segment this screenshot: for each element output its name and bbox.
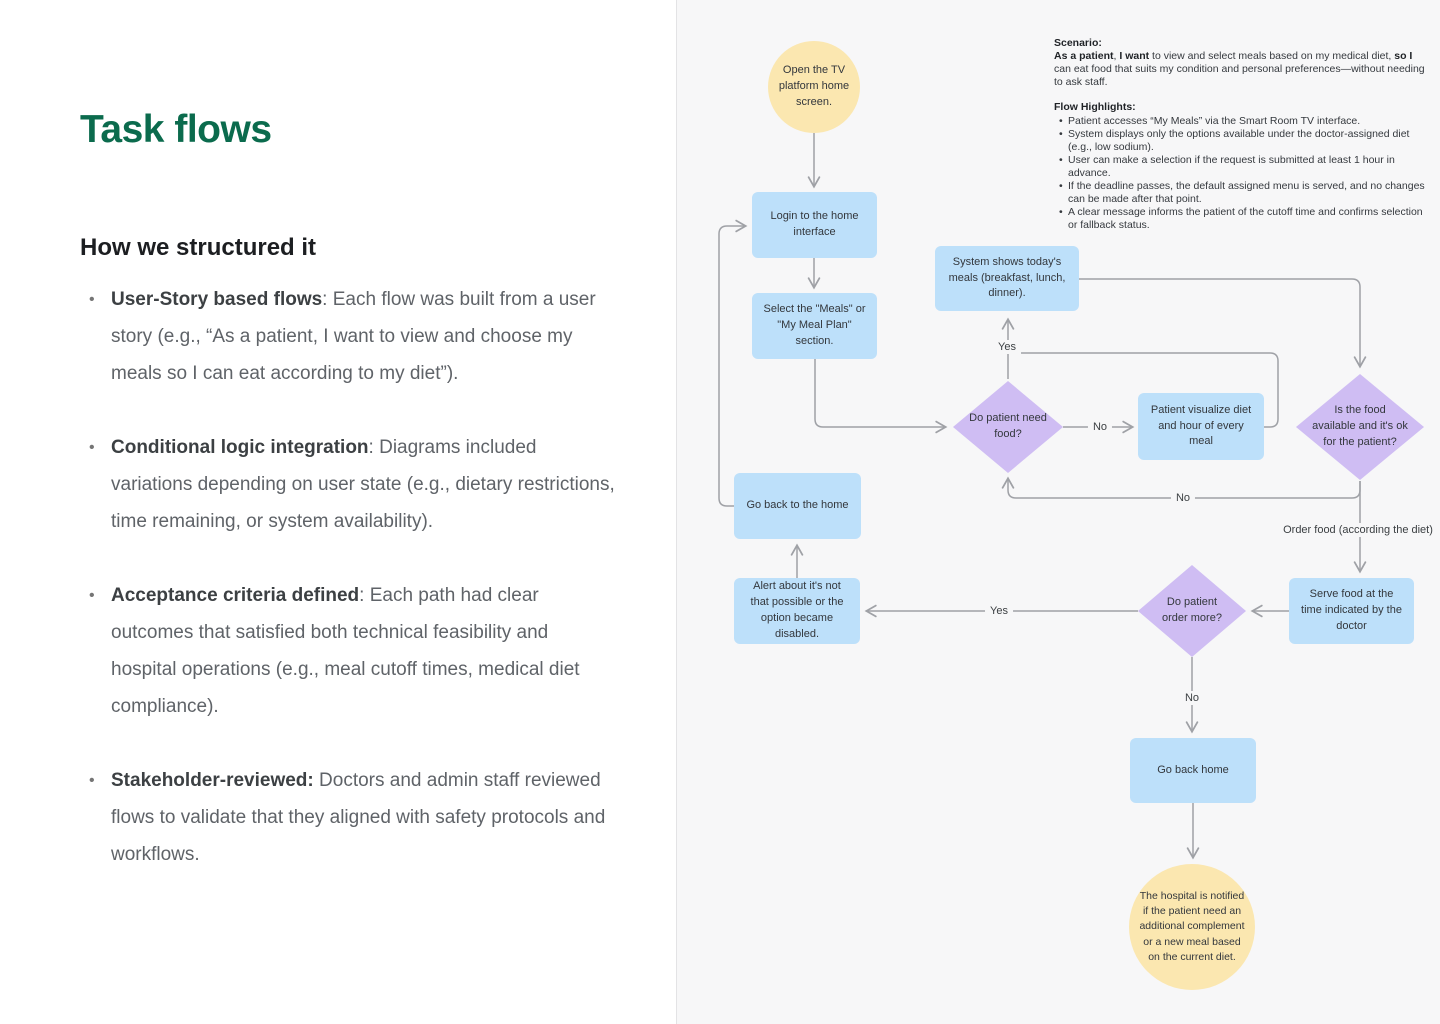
bullet-stakeholder-reviewed: Stakeholder-reviewed: Doctors and admin …	[88, 762, 616, 873]
page-title: Task flows	[80, 108, 272, 152]
bullet-rest: : Each flow was built from a user story …	[111, 289, 596, 384]
bullet-rest: Doctors and admin staff reviewed flows t…	[111, 770, 606, 865]
highlight-item: If the deadline passes, the default assi…	[1059, 180, 1426, 206]
bullet-lead: Conditional logic integration	[111, 437, 369, 458]
node-go-back-home: Go back home	[1130, 738, 1256, 803]
flow-highlights-title: Flow Highlights:	[1054, 101, 1136, 113]
node-visualize-diet: Patient visualize diet and hour of every…	[1138, 393, 1264, 460]
node-login: Login to the home interface	[752, 192, 877, 258]
node-decision-order-more: Do patient order more?	[1138, 565, 1246, 657]
node-decision-food-available: Is the food available and it's ok for th…	[1296, 374, 1424, 480]
node-select-meals: Select the "Meals" or "My Meal Plan" sec…	[752, 293, 877, 359]
scenario-bold: I want	[1119, 50, 1150, 62]
bullet-rest: : Diagrams included variations depending…	[111, 437, 615, 532]
flow-highlights-list: Patient accesses “My Meals” via the Smar…	[1054, 115, 1426, 232]
bullet-acceptance-criteria: Acceptance criteria defined: Each path h…	[88, 577, 616, 725]
highlight-item: User can make a selection if the request…	[1059, 154, 1426, 180]
node-serve-food: Serve food at the time indicated by the …	[1289, 578, 1414, 644]
edge-go-back-loop-to-login	[718, 219, 748, 507]
edge-select-to-need-food	[814, 359, 948, 434]
bullet-user-story: User-Story based flows: Each flow was bu…	[88, 281, 616, 392]
node-system-shows-meals: System shows today's meals (breakfast, l…	[935, 246, 1079, 311]
scenario-paragraph: As a patient, I want to view and select …	[1054, 50, 1425, 88]
text-panel: Task flows How we structured it User-Sto…	[0, 0, 675, 1024]
highlight-item: Patient accesses “My Meals” via the Smar…	[1059, 115, 1426, 128]
edge-system-to-food-ok	[1079, 278, 1367, 369]
bullet-rest: : Each path had clear outcomes that sati…	[111, 585, 580, 717]
edge-label-yes-order-more: Yes	[985, 604, 1013, 618]
edge-label-order-food: Order food (according the diet)	[1278, 523, 1438, 537]
highlight-item: System displays only the options availab…	[1059, 128, 1426, 154]
section-subtitle: How we structured it	[80, 233, 317, 261]
bullet-conditional-logic: Conditional logic integration: Diagrams …	[88, 429, 616, 540]
edge-label-yes-need-food: Yes	[993, 340, 1021, 354]
scenario-title: Scenario:	[1054, 37, 1102, 49]
scenario-bold: As a patient	[1054, 50, 1114, 62]
flowchart-panel: Scenario: As a patient, I want to view a…	[676, 0, 1440, 1024]
node-alert-not-possible: Alert about it's not that possible or th…	[734, 578, 860, 644]
node-go-back-to-home: Go back to the home	[734, 473, 861, 539]
edge-label-no-order-more: No	[1179, 691, 1205, 705]
node-end-hospital-notified: The hospital is notified if the patient …	[1129, 864, 1255, 990]
bullet-lead: User-Story based flows	[111, 289, 323, 310]
highlight-item: A clear message informs the patient of t…	[1059, 206, 1426, 232]
structure-bullet-list: User-Story based flows: Each flow was bu…	[88, 281, 616, 910]
node-decision-need-food: Do patient need food?	[953, 381, 1063, 473]
edge-label-no-need-food: No	[1087, 420, 1113, 434]
bullet-lead: Acceptance criteria defined	[111, 585, 360, 606]
node-start: Open the TV platform home screen.	[768, 41, 860, 133]
scenario-bold: so I	[1394, 50, 1413, 62]
bullet-lead: Stakeholder-reviewed:	[111, 770, 314, 791]
scenario-block: Scenario: As a patient, I want to view a…	[1054, 37, 1426, 232]
edge-label-no-food-available: No	[1170, 491, 1196, 505]
